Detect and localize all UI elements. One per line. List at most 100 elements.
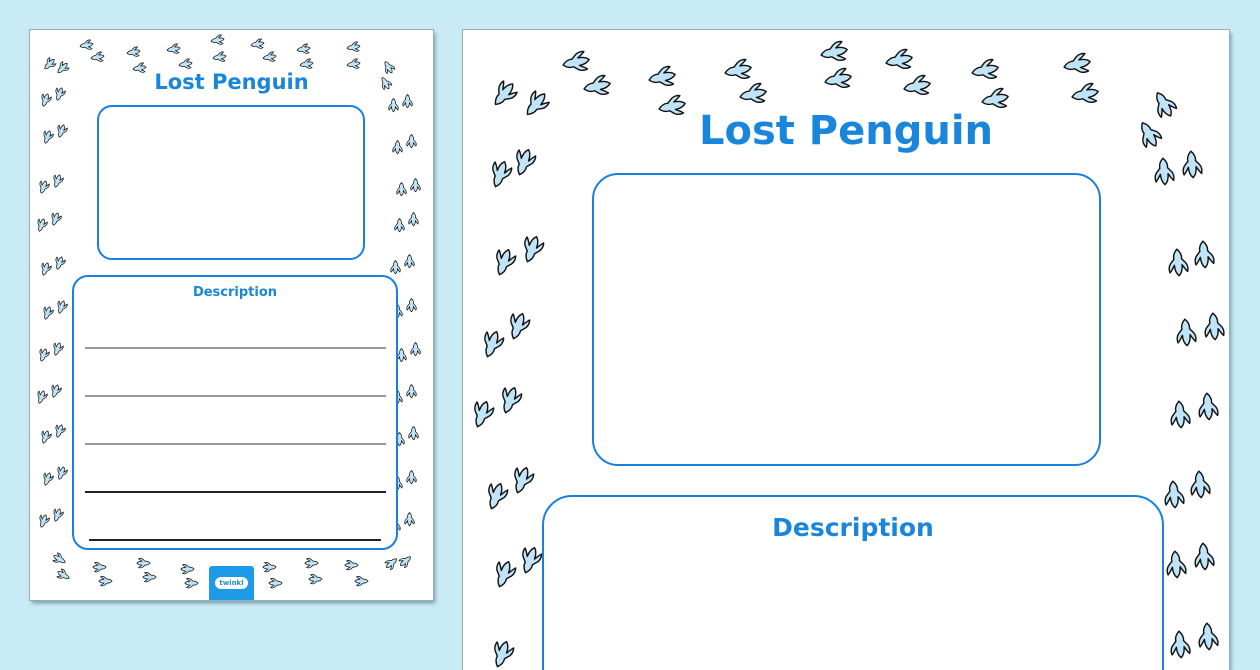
penguin-footprint-icon <box>36 179 51 196</box>
penguin-footprint-icon <box>344 560 358 571</box>
penguin-footprint-icon <box>489 245 519 279</box>
penguin-footprint-icon <box>1168 399 1192 429</box>
penguin-footprint-icon <box>136 558 150 569</box>
penguin-footprint-icon <box>54 465 69 482</box>
penguin-footprint-icon <box>52 255 67 272</box>
penguin-footprint-icon <box>308 574 322 585</box>
penguin-footprint-icon <box>969 57 1002 84</box>
penguin-footprint-icon <box>126 45 142 58</box>
writing-line[interactable] <box>85 347 386 349</box>
penguin-footprint-icon <box>142 572 156 583</box>
penguin-footprint-icon <box>406 134 417 148</box>
writing-line[interactable] <box>89 539 381 541</box>
penguin-footprint-icon <box>396 552 414 570</box>
penguin-footprint-icon <box>79 38 95 51</box>
penguin-footprint-icon <box>503 309 533 343</box>
penguin-footprint-icon <box>517 232 547 266</box>
writing-line[interactable] <box>85 395 386 397</box>
penguin-footprint-icon <box>1168 629 1192 659</box>
penguin-footprint-icon <box>36 513 51 530</box>
penguin-footprint-icon <box>1188 469 1212 499</box>
penguin-footprint-icon <box>50 173 65 190</box>
penguin-footprint-icon <box>50 341 65 358</box>
penguin-footprint-icon <box>1192 239 1216 269</box>
writing-line[interactable] <box>85 491 386 493</box>
penguin-footprint-icon <box>408 212 419 226</box>
penguin-footprint-icon <box>299 57 315 70</box>
penguin-footprint-icon <box>485 157 515 191</box>
description-heading: Description <box>192 285 278 300</box>
penguin-footprint-icon <box>1192 541 1216 571</box>
penguin-footprint-icon <box>1069 81 1102 108</box>
penguin-footprint-icon <box>489 557 519 591</box>
penguin-footprint-icon <box>737 81 770 108</box>
penguin-footprint-icon <box>1174 317 1198 347</box>
penguin-footprint-icon <box>346 57 362 70</box>
twinkl-logo-text: twinkl <box>215 577 248 589</box>
penguin-footprint-icon <box>408 426 419 440</box>
penguin-footprint-icon <box>354 576 368 587</box>
description-heading: Description <box>772 513 934 542</box>
penguin-footprint-icon <box>406 298 417 312</box>
penguin-footprint-icon <box>90 50 106 63</box>
worksheet-title: Lost Penguin <box>698 108 994 154</box>
penguin-footprint-icon <box>1162 479 1186 509</box>
penguin-footprint-icon <box>1152 156 1176 186</box>
penguin-footprint-icon <box>560 49 593 76</box>
penguin-footprint-icon <box>404 512 415 526</box>
penguin-footprint-icon <box>51 551 69 568</box>
penguin-footprint-icon <box>50 507 65 524</box>
penguin-footprint-icon <box>212 50 228 63</box>
penguin-footprint-icon <box>410 178 421 192</box>
penguin-footprint-icon <box>40 471 55 488</box>
penguin-footprint-icon <box>268 578 282 589</box>
penguin-footprint-icon <box>392 140 403 154</box>
penguin-footprint-icon <box>296 42 312 55</box>
penguin-footprint-icon <box>822 66 855 93</box>
penguin-footprint-icon <box>1196 621 1220 651</box>
penguin-footprint-icon <box>250 37 266 50</box>
penguin-footprint-icon <box>515 543 545 577</box>
penguin-footprint-icon <box>382 554 400 572</box>
penguin-footprint-icon <box>394 218 405 232</box>
penguin-footprint-icon <box>495 383 525 417</box>
penguin-footprint-icon <box>184 578 198 589</box>
penguin-footprint-icon <box>507 463 537 497</box>
worksheet-title: Lost Penguin <box>154 70 309 94</box>
writing-line[interactable] <box>85 443 386 445</box>
penguin-footprint-icon <box>406 470 417 484</box>
penguin-footprint-icon <box>1061 51 1094 78</box>
penguin-footprint-icon <box>38 92 53 109</box>
penguin-footprint-icon <box>180 564 194 575</box>
penguin-footprint-icon <box>477 327 507 361</box>
twinkl-logo: twinkl <box>209 566 254 600</box>
penguin-footprint-icon <box>304 558 318 569</box>
worksheet-page-thumbnail: Lost Penguin Description twinkl <box>30 30 433 600</box>
penguin-footprint-icon <box>40 129 55 146</box>
penguin-footprint-icon <box>402 94 413 108</box>
penguin-footprint-icon <box>406 384 417 398</box>
picture-frame <box>592 173 1101 466</box>
worksheet-page-zoomed: Lost Penguin Description <box>463 30 1229 670</box>
penguin-footprint-icon <box>481 479 511 513</box>
penguin-footprint-icon <box>92 562 106 573</box>
penguin-footprint-icon <box>210 33 226 46</box>
penguin-footprint-icon <box>262 50 278 63</box>
penguin-footprint-icon <box>34 217 49 234</box>
penguin-footprint-icon <box>410 342 421 356</box>
description-box: Description <box>542 495 1164 670</box>
penguin-footprint-icon <box>38 261 53 278</box>
penguin-footprint-icon <box>901 73 934 100</box>
penguin-footprint-icon <box>1164 549 1188 579</box>
penguin-footprint-icon <box>722 57 755 84</box>
penguin-footprint-icon <box>396 182 407 196</box>
penguin-footprint-icon <box>178 57 194 70</box>
penguin-footprint-icon <box>1196 391 1220 421</box>
penguin-footprint-icon <box>52 423 67 440</box>
penguin-footprint-icon <box>54 123 69 140</box>
penguin-footprint-icon <box>487 637 517 670</box>
penguin-footprint-icon <box>388 98 399 112</box>
penguin-footprint-icon <box>581 73 614 100</box>
penguin-footprint-icon <box>48 383 63 400</box>
penguin-footprint-icon <box>38 429 53 446</box>
